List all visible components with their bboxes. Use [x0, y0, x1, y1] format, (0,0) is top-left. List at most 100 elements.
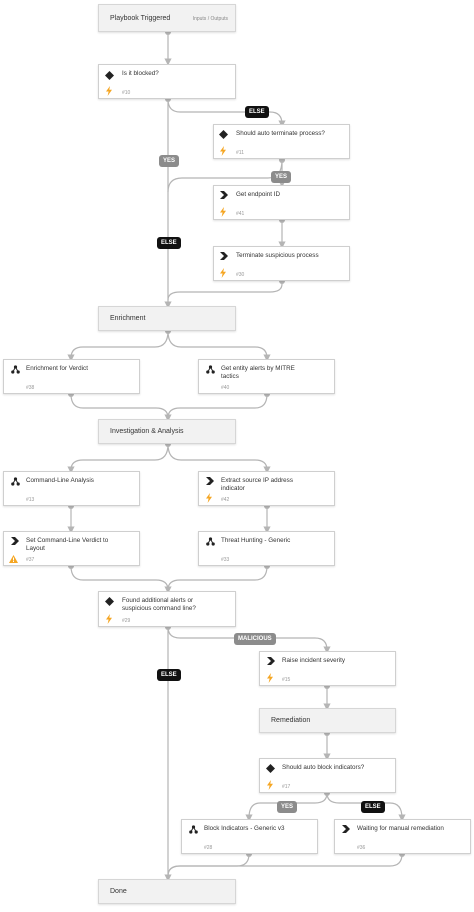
task-id: #29: [122, 618, 131, 624]
node-title: Remediation: [271, 717, 311, 724]
task-id: #17: [282, 784, 291, 790]
node-title: Enrichment for Verdict: [26, 365, 88, 372]
task-id: #15: [282, 677, 291, 683]
condition-icon: [105, 71, 114, 80]
edge-label-yes[interactable]: YES: [277, 801, 298, 813]
bolt-icon: [220, 146, 226, 156]
task-node-raise-incident-severity[interactable]: Raise incident severity #15: [259, 651, 396, 686]
condition-icon: [266, 764, 275, 773]
playbook-node-threat-hunting[interactable]: Threat Hunting - Generic #33: [198, 531, 335, 566]
edge-label-else[interactable]: ELSE: [245, 106, 269, 118]
condition-node-auto-terminate[interactable]: Should auto terminate process? #11: [213, 124, 350, 159]
task-id: #28: [204, 845, 213, 851]
playbook-icon: [11, 365, 20, 374]
command-icon: [220, 252, 228, 260]
condition-icon: [219, 130, 228, 139]
section-header-investigation[interactable]: Investigation & Analysis: [98, 419, 236, 444]
task-id: #38: [26, 385, 35, 391]
node-title: Enrichment: [110, 315, 146, 322]
node-title: Command-Line Analysis: [26, 477, 94, 484]
task-id: #37: [26, 557, 35, 563]
bolt-icon: [220, 268, 226, 278]
node-title: Raise incident severity: [282, 657, 345, 664]
task-id: #13: [26, 497, 35, 503]
task-id: #40: [221, 385, 230, 391]
edge-label-yes[interactable]: YES: [271, 171, 292, 183]
task-id: #42: [221, 497, 230, 503]
bolt-icon: [267, 673, 273, 683]
edge-enrichment-mitre: [167, 330, 271, 362]
command-icon: [267, 657, 275, 665]
edge-block-done: [167, 853, 250, 877]
command-icon: [11, 537, 19, 545]
node-title-line1: Get entity alerts by MITRE: [221, 365, 295, 372]
node-title: Investigation & Analysis: [110, 428, 184, 435]
task-node-terminate-process[interactable]: Terminate suspicious process #30: [213, 246, 350, 281]
edge-label-else[interactable]: ELSE: [361, 801, 385, 813]
condition-icon: [105, 597, 114, 606]
playbook-node-block-indicators[interactable]: Block Indicators - Generic v3 #28: [181, 819, 318, 854]
node-title: Playbook Triggered: [110, 15, 171, 22]
node-title: Done: [110, 888, 127, 895]
task-node-set-verdict-layout[interactable]: Set Command-Line Verdict to Layout #37: [3, 531, 140, 566]
condition-node-auto-block[interactable]: Should auto block indicators? #17: [259, 758, 396, 793]
bolt-icon: [267, 780, 273, 790]
node-title-line1: Extract source IP address: [221, 477, 293, 484]
node-title: Terminate suspicious process: [236, 252, 319, 259]
node-title: Should auto block indicators?: [282, 764, 365, 771]
node-title: Block Indicators - Generic v3: [204, 825, 285, 832]
playbook-node-command-line-analysis[interactable]: Command-Line Analysis #13: [3, 471, 140, 506]
bolt-icon: [220, 207, 226, 217]
edge-investigation-ip: [167, 443, 271, 474]
node-title-line2: suspicious command line?: [122, 605, 196, 612]
playbook-icon: [11, 477, 20, 486]
section-header-remediation[interactable]: Remediation: [259, 708, 396, 733]
playbook-node-mitre-alerts[interactable]: Get entity alerts by MITRE tactics #40: [198, 359, 335, 394]
playbook-icon: [206, 537, 215, 546]
task-node-waiting-manual-remediation[interactable]: Waiting for manual remediation #36: [334, 819, 471, 854]
section-header-enrichment[interactable]: Enrichment: [98, 306, 236, 331]
done-node[interactable]: Done: [98, 879, 236, 904]
edge-threathunting-found: [167, 565, 268, 591]
warning-icon: [9, 555, 18, 563]
bolt-icon: [106, 614, 112, 624]
node-title: Waiting for manual remediation: [357, 825, 444, 832]
task-id: #11: [236, 150, 244, 156]
edge-terminate-enrichment: [167, 281, 283, 301]
node-title-line2: indicator: [221, 485, 245, 492]
task-id: #10: [122, 90, 131, 96]
node-title-line1: Found additional alerts or: [122, 597, 194, 604]
task-node-extract-source-ip[interactable]: Extract source IP address indicator #42: [198, 471, 335, 506]
command-icon: [220, 191, 228, 199]
edge-verdict-investigation: [70, 393, 172, 422]
task-id: #36: [357, 845, 366, 851]
edge-label-else[interactable]: ELSE: [157, 669, 181, 681]
playbook-icon: [189, 825, 198, 834]
node-title-line1: Set Command-Line Verdict to: [26, 537, 109, 544]
node-title: Should auto terminate process?: [236, 130, 325, 137]
edge-enrichment-verdict: [67, 330, 169, 362]
bolt-icon: [206, 493, 212, 503]
edge-blocked-autoterminate: [167, 98, 286, 128]
playbook-node-enrichment-for-verdict[interactable]: Enrichment for Verdict #38: [3, 359, 140, 394]
edge-setverdict-found: [70, 565, 172, 594]
condition-node-is-it-blocked[interactable]: Is it blocked? #10: [98, 64, 236, 99]
node-title: Threat Hunting - Generic: [221, 537, 291, 544]
task-node-get-endpoint-id[interactable]: Get endpoint ID #41: [213, 185, 350, 220]
edge-label-else[interactable]: ELSE: [157, 237, 181, 249]
edge-investigation-cmd: [67, 443, 169, 474]
inputs-outputs-link[interactable]: Inputs / Outputs: [192, 16, 228, 22]
condition-node-found-additional-alerts[interactable]: Found additional alerts or suspicious co…: [98, 591, 236, 627]
node-title: Get endpoint ID: [236, 191, 281, 198]
edge-label-malicious[interactable]: MALICIOUS: [234, 633, 276, 645]
playbook-icon: [206, 365, 215, 374]
node-title-line2: Layout: [26, 545, 45, 552]
edge-autoterminate-else: [167, 159, 283, 193]
bolt-icon: [106, 86, 112, 96]
task-id: #33: [221, 557, 230, 563]
edge-mitre-investigation: [167, 393, 268, 419]
command-icon: [342, 825, 350, 833]
playbook-triggered-node[interactable]: Playbook Triggered Inputs / Outputs: [98, 4, 236, 32]
node-title: Is it blocked?: [122, 70, 159, 77]
edge-label-yes[interactable]: YES: [159, 155, 180, 167]
